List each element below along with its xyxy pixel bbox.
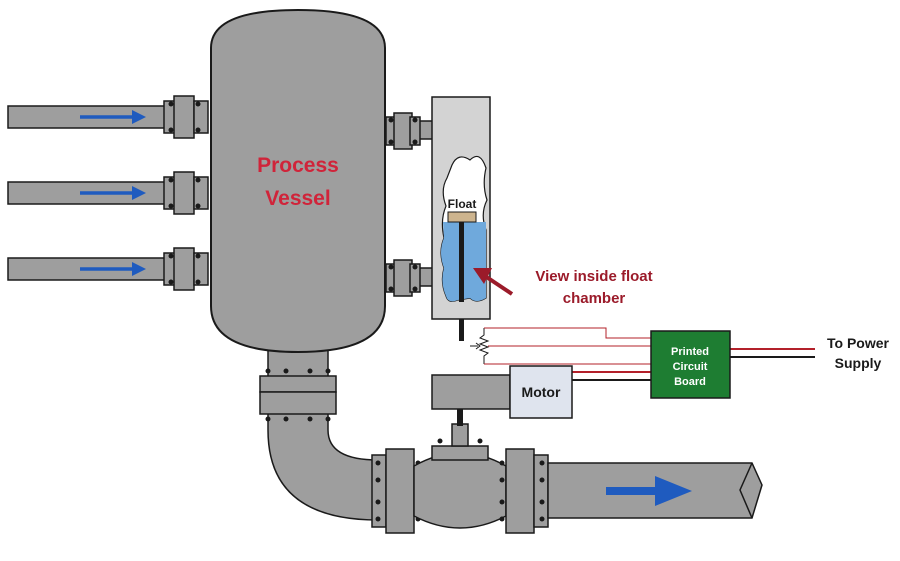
outlet-flow-arrow (606, 476, 692, 506)
float-chamber (431, 96, 491, 341)
signal-wires (484, 327, 651, 365)
view-inside-label-line1: View inside float (535, 268, 652, 285)
inlet-flow-arrows (80, 110, 146, 276)
callout-arrow (473, 268, 514, 296)
motor-wires (572, 371, 651, 381)
chamber-connection-top (384, 112, 434, 150)
power-supply-label-line1: To Power (827, 335, 890, 351)
printed-circuit-board (650, 330, 731, 399)
power-wires (730, 348, 815, 358)
motor (509, 365, 573, 419)
vessel-label-line2: Vessel (265, 187, 330, 210)
pcb-label-line1: Printed (671, 346, 709, 358)
process-vessel (210, 8, 386, 354)
pcb-label-line3: Board (674, 376, 706, 388)
view-inside-label-line2: chamber (563, 290, 626, 307)
potentiometer (470, 328, 490, 364)
vessel-outlet-elbow (259, 344, 379, 521)
valve-actuator (431, 374, 511, 426)
motor-label: Motor (522, 384, 561, 400)
float-label: Float (448, 197, 477, 211)
vessel-label-line1: Process (257, 154, 339, 177)
pcb-label-line2: Circuit (673, 361, 708, 373)
control-valve (371, 423, 549, 534)
power-supply-label-line2: Supply (835, 355, 882, 371)
chamber-connection-bottom (384, 259, 434, 297)
